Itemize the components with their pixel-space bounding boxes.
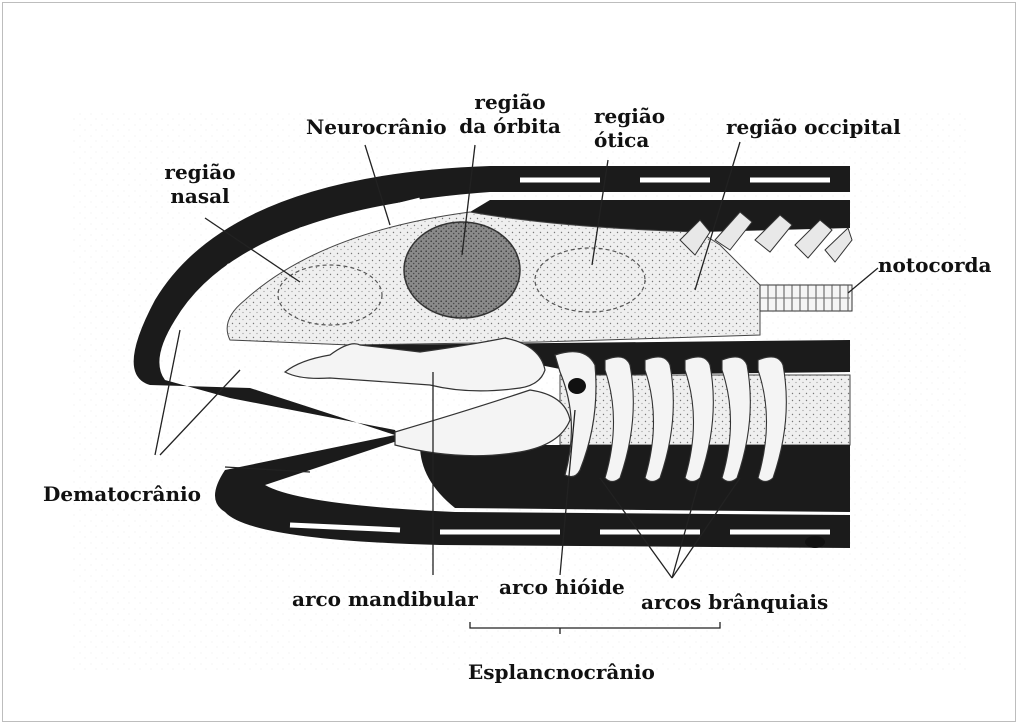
label-dematocranio: Dematocrânio — [43, 482, 201, 506]
spiracle — [568, 378, 586, 394]
label-arcos-branquiais: arcos brânquiais — [641, 590, 828, 614]
label-arco-mandibular: arco mandibular — [292, 587, 478, 611]
notochord-drawing — [760, 285, 852, 311]
label-regiao-otica: região ótica — [594, 104, 665, 152]
label-regiao-nasal: região nasal — [155, 160, 245, 208]
label-arco-hioide: arco hióide — [499, 575, 625, 599]
orbit — [404, 222, 520, 318]
label-neurocranio: Neurocrânio — [306, 115, 447, 139]
label-notocorda: notocorda — [878, 253, 991, 277]
label-regiao-nasal-line2: nasal — [155, 184, 245, 208]
label-regiao-orbita: região da órbita — [455, 90, 565, 138]
label-esplancnocranio: Esplancnocrânio — [468, 660, 655, 684]
label-regiao-otica-line1: região — [594, 104, 665, 128]
label-regiao-occipital: região occipital — [726, 115, 901, 139]
ink-blot — [805, 536, 825, 548]
label-regiao-otica-line2: ótica — [594, 128, 665, 152]
label-regiao-orbita-line1: região — [455, 90, 565, 114]
label-regiao-nasal-line1: região — [155, 160, 245, 184]
label-regiao-orbita-line2: da órbita — [455, 114, 565, 138]
